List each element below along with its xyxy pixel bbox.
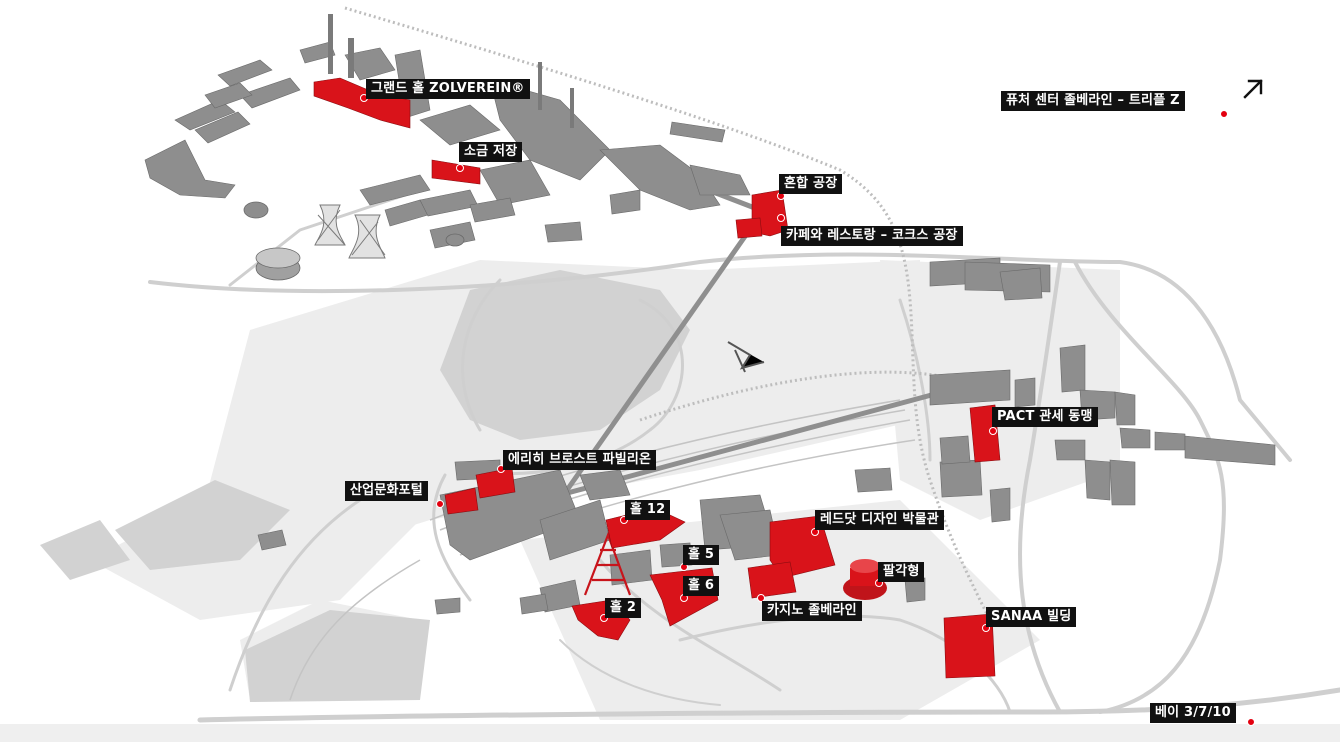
label-cafe-restaurant[interactable]: 카페와 레스토랑 – 코크스 공장 bbox=[781, 226, 963, 246]
label-sanaa[interactable]: SANAA 빌딩 bbox=[986, 607, 1077, 627]
label-casino[interactable]: 카지노 졸베라인 bbox=[762, 601, 862, 621]
label-hall2[interactable]: 홀 2 bbox=[605, 598, 642, 618]
label-pact[interactable]: PACT 관세 동맹 bbox=[992, 407, 1098, 427]
marker-cafe bbox=[777, 214, 785, 222]
label-mixing-plant[interactable]: 혼합 공장 bbox=[779, 174, 843, 194]
label-hall12[interactable]: 홀 12 bbox=[625, 500, 671, 520]
label-erich-pavilion[interactable]: 에리히 브로스트 파빌리온 bbox=[503, 450, 657, 470]
marker-future-center bbox=[1220, 110, 1228, 118]
casino-building bbox=[747, 561, 797, 599]
label-octagon[interactable]: 팔각형 bbox=[878, 562, 925, 582]
marker-portal bbox=[436, 500, 444, 508]
salt-storage-building bbox=[431, 159, 481, 185]
label-salt-storage[interactable]: 소금 저장 bbox=[459, 142, 523, 162]
marker-salt-storage bbox=[456, 164, 464, 172]
label-reddot[interactable]: 레드닷 디자인 박물관 bbox=[815, 510, 944, 530]
marker-hall2 bbox=[600, 614, 608, 622]
label-bay[interactable]: 베이 3/7/10 bbox=[1150, 703, 1236, 723]
map-footer-ground bbox=[0, 724, 1340, 742]
label-grand-hall[interactable]: 그랜드 홀 ZOLVEREIN® bbox=[366, 79, 530, 99]
chimneys bbox=[328, 14, 574, 128]
cooling-towers bbox=[314, 204, 386, 259]
label-portal[interactable]: 산업문화포털 bbox=[345, 481, 428, 501]
portal-building bbox=[444, 487, 479, 515]
railway bbox=[344, 6, 992, 621]
marker-hall12 bbox=[620, 516, 628, 524]
marker-bay bbox=[1247, 718, 1255, 726]
grand-hall-building bbox=[313, 77, 411, 129]
label-hall5[interactable]: 홀 5 bbox=[683, 545, 720, 565]
label-future-center[interactable]: 퓨처 센터 졸베라인 – 트리플 Z bbox=[1001, 91, 1185, 111]
gas-holders bbox=[243, 201, 465, 281]
cafe-building bbox=[735, 217, 763, 239]
arrow-up-right-icon[interactable] bbox=[1240, 76, 1266, 102]
marker-pact bbox=[989, 427, 997, 435]
sculpture bbox=[727, 341, 765, 373]
lawns bbox=[40, 270, 690, 702]
marker-casino bbox=[757, 594, 765, 602]
label-hall6[interactable]: 홀 6 bbox=[683, 576, 720, 596]
